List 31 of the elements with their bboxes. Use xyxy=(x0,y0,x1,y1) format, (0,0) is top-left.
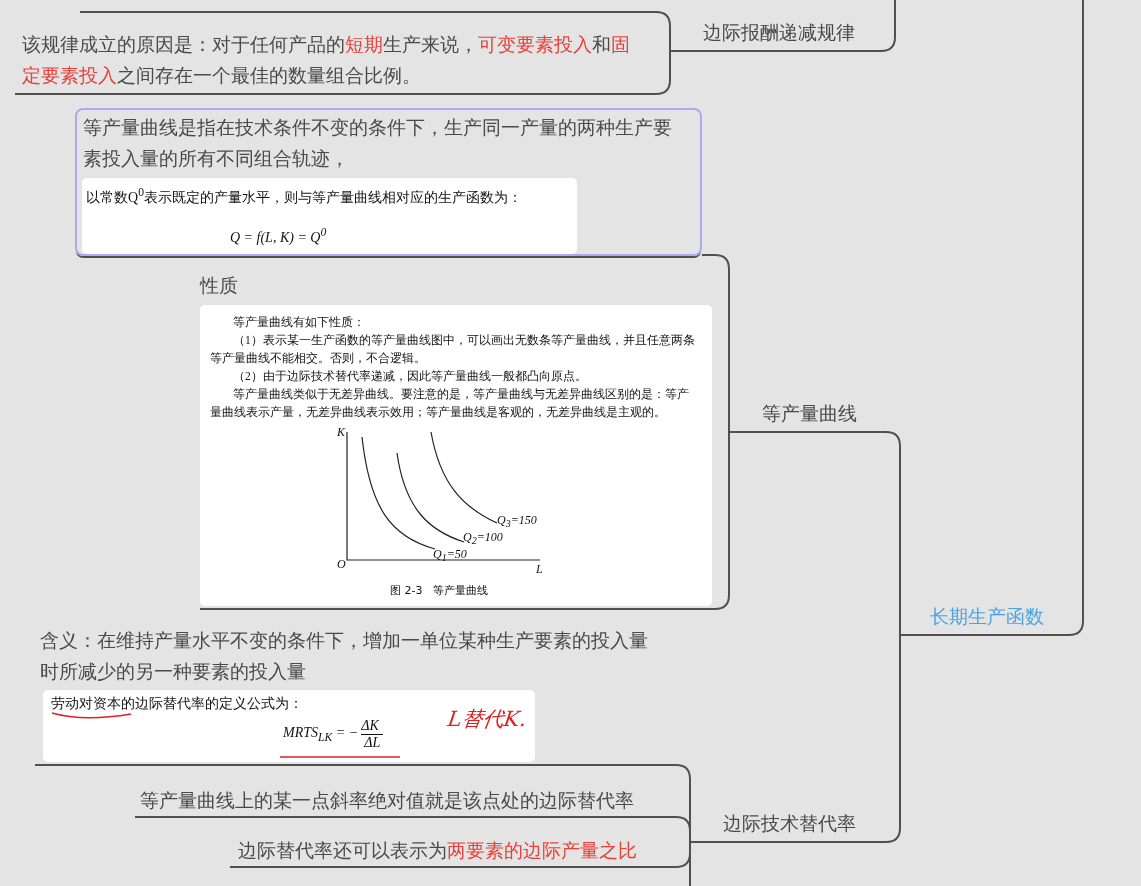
excerpt-text: 等产量曲线类似于无差异曲线。要注意的是，等产量曲线与无差异曲线区别的是：等产量曲线表示产量，无差异曲线表示效用；等产量曲线是客观的，无差异曲线是主观的。 xyxy=(210,387,690,420)
excerpt-text: 以常数Q$^{0}$表示既定的产量水平，则与等产量曲线相对应的生产函数为： xyxy=(86,185,523,207)
formula-numerator: ΔK xyxy=(361,718,381,734)
figure-caption: 图 2-3 等产量曲线 xyxy=(390,583,489,598)
excerpt-text: （1）表示某一生产函数的等产量曲线图中，可以画出无数条等产量曲线，并且任意两条等产量曲线不能相交。否则，不合逻辑。 xyxy=(210,333,696,366)
excerpt-text: 等产量曲线有如下性质： xyxy=(232,315,366,330)
excerpt-text: （2）由于边际技术替代率递减，因此等产量曲线一般都凸向原点。 xyxy=(232,369,588,384)
note-text: 等产量曲线上的某一点斜率绝对值就是该点处的边际替代率 xyxy=(140,788,635,813)
note-text: 该规律成立的原因是：对于任何产品的短期生产来说，可变要素投入和固定要素投入之间存在一个最佳的数量组合比例。 xyxy=(22,32,631,88)
note-text: 边际替代率还可以表示为两要素的边际产量之比 xyxy=(238,838,638,863)
topic-card xyxy=(75,108,702,256)
formula: Q = f(L, K) = Q$^{0}$ xyxy=(230,226,327,246)
curve-label: Q$_{1}$=50 xyxy=(433,547,467,564)
note-text: 含义：在维持产量水平不变的条件下，增加一单位某种生产要素的投入量时所减少的另一种要素的投入量 xyxy=(40,628,649,684)
formula-denominator: ΔL xyxy=(361,734,384,751)
axis-label: O xyxy=(337,557,346,572)
excerpt-text: 劳动对资本的边际替代率的定义公式为： xyxy=(51,695,304,713)
axis-label: L xyxy=(536,562,543,577)
topic-label: 长期生产函数 xyxy=(930,603,1044,629)
topic-label: 边际技术替代率 xyxy=(723,810,856,836)
connector-line xyxy=(689,841,706,886)
curve-label: Q$_{3}$=150 xyxy=(497,513,537,530)
section-heading: 性质 xyxy=(200,273,239,298)
topic-label: 等产量曲线 xyxy=(762,400,857,426)
connector-line xyxy=(1068,0,1084,636)
formula: MRTS$_{LK}$ = − xyxy=(283,725,359,744)
handwritten-note: L替代K. xyxy=(446,706,529,733)
note-text: 等产量曲线是指在技术条件不变的条件下，生产同一产量的两种生产要素投入量的所有不同组合轨迹， xyxy=(83,115,673,171)
axis-label: K xyxy=(337,425,345,440)
topic-label: 边际报酬递减规律 xyxy=(703,19,855,45)
curve-label: Q$_{2}$=100 xyxy=(463,530,503,547)
